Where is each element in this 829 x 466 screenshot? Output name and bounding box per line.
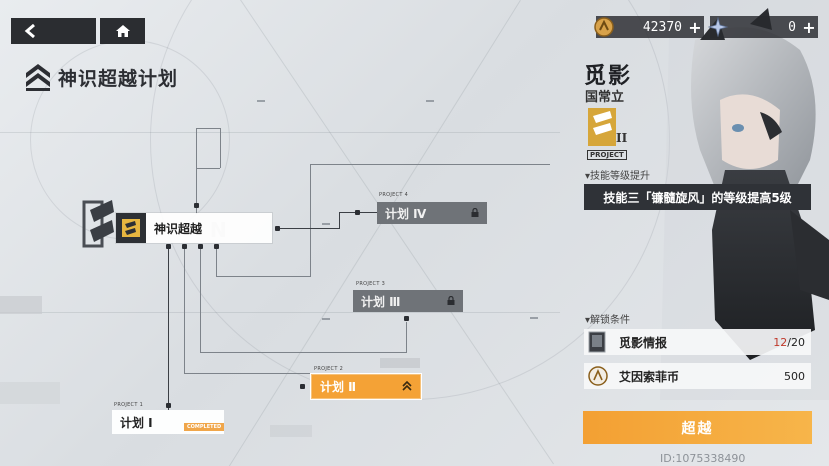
- tree-node-dot: [182, 244, 187, 249]
- root-emblem-icon: [116, 213, 146, 243]
- gold-amount: 42370: [642, 19, 682, 35]
- star-icon: [708, 17, 728, 37]
- skill-section-header: ▾技能等级提升: [585, 171, 651, 182]
- project-1-node[interactable]: 计划 Ⅰ COMPLETED: [112, 410, 225, 434]
- character-name: 觅影: [584, 64, 633, 89]
- project-emblem-numeral: II: [616, 131, 628, 145]
- tree-connector: [196, 128, 220, 129]
- tree-connector: [279, 228, 339, 229]
- tree-connector: [220, 128, 221, 168]
- tree-connector: [168, 246, 169, 406]
- tree-node-dot: [404, 316, 409, 321]
- tree-node-dot: [214, 244, 219, 249]
- home-button[interactable]: [100, 18, 145, 44]
- tree-node-dot: [300, 384, 305, 389]
- gold-currency: 42370 +: [594, 16, 704, 38]
- lock-icon: [447, 296, 455, 305]
- tree-node-dot: [194, 203, 199, 208]
- bg-panel-shade: [270, 425, 312, 437]
- root-node[interactable]: 神识超越: [116, 213, 272, 243]
- bg-horizontal: [0, 132, 560, 133]
- tree-node-dot: [166, 403, 171, 408]
- tree-connector: [200, 246, 201, 352]
- tree-connector: [406, 322, 407, 353]
- tree-connector: [310, 164, 311, 277]
- tree-connector: [168, 406, 169, 410]
- condition-intel-label: 觅影情报: [619, 335, 668, 350]
- project-4-label: 计划 Ⅳ: [385, 206, 427, 221]
- unlock-section-header: ▾解锁条件: [585, 315, 631, 326]
- project-2-tag: PROJECT 2: [314, 366, 344, 372]
- skill-description: 技能三「镰髓旋风」的等级提高5级: [584, 184, 811, 210]
- double-up-chevron-icon: [402, 381, 412, 391]
- bg-panel-shade: [0, 382, 60, 404]
- intel-card-icon: [588, 331, 606, 353]
- double-chevron-icon: [26, 64, 50, 91]
- star-amount: 0: [788, 19, 796, 35]
- back-button[interactable]: [11, 18, 96, 44]
- tree-connector: [310, 164, 550, 165]
- root-emblem-backdrop: [82, 200, 114, 248]
- project-3-tag: PROJECT 3: [356, 281, 386, 287]
- tree-connector: [200, 352, 406, 353]
- root-node-label: 神识超越: [154, 221, 203, 236]
- project-emblem-icon: [588, 108, 616, 146]
- bg-horizontal: [0, 312, 560, 313]
- project-1-label: 计划 Ⅰ: [120, 415, 153, 430]
- condition-intel: 觅影情报 12/20: [584, 329, 811, 355]
- tree-node-dot: [275, 226, 280, 231]
- user-id: ID:1075338490: [660, 452, 746, 465]
- project-2-label: 计划 Ⅱ: [320, 380, 357, 394]
- tree-connector: [184, 246, 185, 374]
- tree-node-dot: [355, 210, 360, 215]
- condition-intel-have: 12: [773, 335, 788, 349]
- tree-connector: [196, 128, 197, 214]
- coin-icon: [594, 17, 614, 37]
- project-1-tag: PROJECT 1: [114, 402, 144, 408]
- project-label: PROJECT: [587, 150, 627, 160]
- add-star-button[interactable]: +: [802, 17, 816, 37]
- condition-coin: 艾因索菲币 500: [584, 363, 811, 389]
- star-currency: 0 +: [708, 16, 818, 38]
- character-group: 国常立: [585, 90, 625, 105]
- tree-connector: [196, 168, 220, 169]
- project-2-node[interactable]: 计划 Ⅱ: [312, 375, 420, 398]
- transcend-button[interactable]: 超越: [583, 411, 812, 444]
- project-4-node[interactable]: 计划 Ⅳ: [377, 202, 487, 224]
- tree-connector: [184, 373, 314, 374]
- bg-dash: [322, 223, 330, 225]
- home-icon: [115, 25, 130, 37]
- condition-intel-amount: 12/20: [773, 336, 805, 349]
- tree-connector: [216, 276, 310, 277]
- project-4-tag: PROJECT 4: [379, 192, 409, 198]
- tree-node-dot: [198, 244, 203, 249]
- bg-dash: [530, 317, 538, 319]
- tree-connector: [216, 246, 217, 276]
- bg-dash: [257, 100, 265, 102]
- condition-coin-label: 艾因索菲币: [619, 369, 680, 384]
- tree-node-dot: [166, 244, 171, 249]
- bg-dash: [322, 318, 330, 320]
- condition-intel-need: /20: [787, 335, 805, 349]
- project-3-label: 计划 Ⅲ: [361, 294, 401, 309]
- condition-coin-amount: 500: [784, 369, 805, 383]
- page-title: 神识超越计划: [24, 62, 178, 92]
- back-arrow-icon: [24, 24, 35, 38]
- lock-icon: [471, 208, 479, 217]
- bg-dash: [426, 100, 434, 102]
- tree-connector: [339, 212, 340, 229]
- project-3-node[interactable]: 计划 Ⅲ: [353, 290, 463, 312]
- coin-icon: [588, 366, 608, 386]
- bg-panel-shade: [380, 358, 420, 368]
- bg-panel-shade: [0, 296, 42, 314]
- completed-badge: COMPLETED: [184, 423, 225, 431]
- page-title-text: 神识超越计划: [58, 67, 179, 90]
- add-gold-button[interactable]: +: [688, 17, 702, 37]
